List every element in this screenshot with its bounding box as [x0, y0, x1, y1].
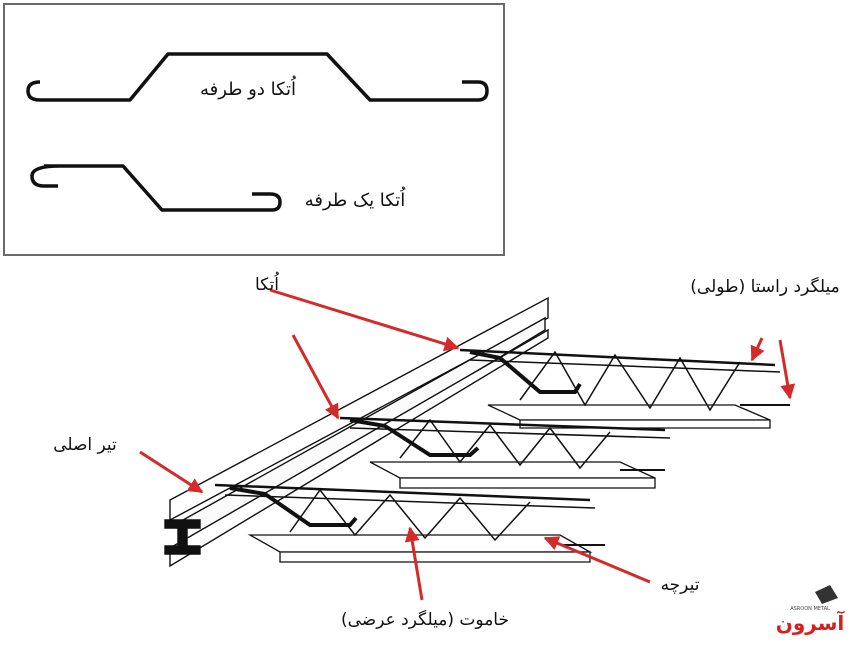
double-anchor-bar — [26, 52, 489, 102]
anchor-types-inset: اُتکا دو طرفه اُتکا یک طرفه — [3, 3, 505, 256]
joist-slab-1 — [247, 534, 593, 553]
anchor-1 — [229, 486, 358, 527]
longitudinal-rebar-label: میلگرد راستا (طولی) — [690, 276, 839, 297]
joist-label: تیرچه — [661, 575, 700, 595]
longitudinal-arrow-1 — [750, 337, 765, 362]
brand-logo: ASROON METAL آسرون — [776, 585, 846, 635]
i-beam-section — [164, 519, 201, 555]
joist-arrow — [543, 536, 651, 584]
anchor-2 — [349, 418, 480, 457]
main-beam-label: تیر اصلی — [53, 435, 117, 455]
anchor-3 — [469, 350, 582, 394]
joist-slab-1-side — [279, 551, 591, 563]
single-anchor-bar — [30, 164, 282, 212]
anchor-arrow-1 — [269, 288, 460, 352]
anchor-label: اُتکا — [255, 271, 279, 295]
callout-arrows — [139, 288, 796, 601]
double-anchor-label: اُتکا دو طرفه — [200, 75, 297, 100]
joists-drawing — [214, 348, 790, 563]
logo-name: آسرون — [776, 610, 846, 635]
main-beam-drawing — [164, 296, 549, 568]
main-beam-arrow — [139, 450, 204, 494]
main-beam-top-flange — [169, 296, 549, 522]
single-anchor-label: اُتکا یک طرفه — [305, 186, 407, 211]
longitudinal-arrow-2 — [778, 339, 796, 400]
truss-1 — [289, 488, 531, 542]
truss-3 — [519, 350, 741, 412]
joist-slab-2-side — [399, 477, 656, 489]
anchor-arrow-2 — [291, 334, 340, 420]
stirrup-arrow — [404, 526, 424, 601]
truss-2 — [399, 418, 611, 470]
main-beam-bottom-flange — [169, 328, 549, 568]
logo-mark-icon — [815, 585, 838, 604]
inset-border — [3, 3, 505, 256]
logo-subtitle: ASROON METAL — [790, 606, 830, 612]
joist-slab-3 — [487, 404, 771, 421]
joist-slab-2 — [369, 461, 656, 479]
stirrup-label: خاموت (میلگرد عرضی) — [341, 609, 509, 630]
